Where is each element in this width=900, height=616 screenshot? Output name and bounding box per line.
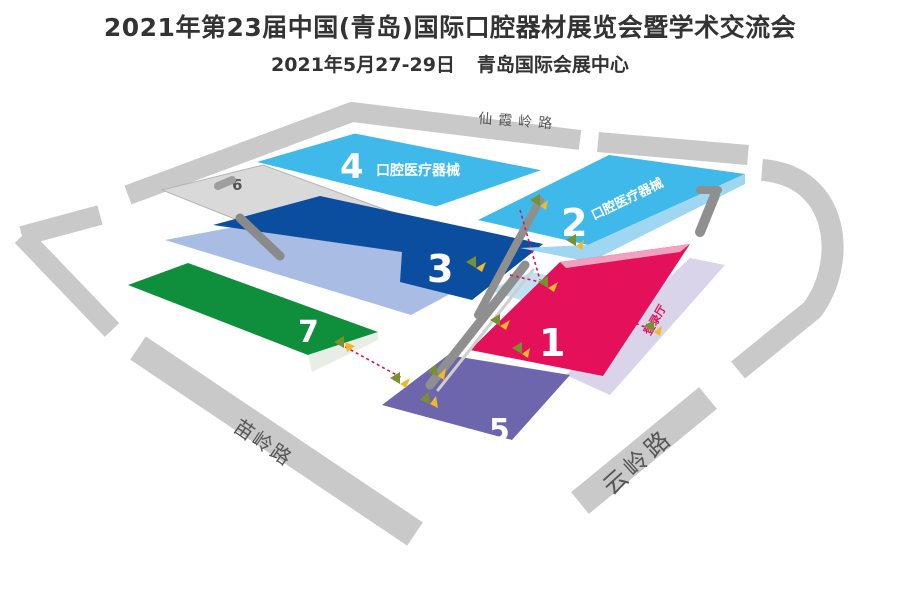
road-label-north: 仙霞岭路 <box>478 111 559 133</box>
bridge-hall-3 <box>235 213 285 261</box>
route-hall2-hall1 <box>519 209 541 281</box>
hall-4[interactable]: 4 口腔医疗器械 <box>253 132 545 208</box>
entrance-marker <box>334 336 355 352</box>
road-west-top <box>19 205 103 246</box>
bridge-hall-6 <box>214 176 236 190</box>
hall-7-number: 7 <box>298 315 319 350</box>
hall-1-roof-edge <box>560 244 690 268</box>
entrance-marker <box>420 392 438 408</box>
entrance-marker <box>466 256 486 272</box>
event-venue: 青岛国际会展中心 <box>476 54 629 76</box>
entrance-marker <box>566 234 584 250</box>
event-subtitle: 2021年5月27-29日青岛国际会展中心 <box>0 50 900 77</box>
road-east-curve <box>731 159 844 379</box>
hall-1[interactable]: 1 <box>470 244 690 376</box>
hall-3-number: 3 <box>427 247 453 291</box>
event-date: 2021年5月27-29日 <box>271 54 455 76</box>
hall-7[interactable]: 7 <box>128 263 378 372</box>
walking-routes <box>339 209 646 379</box>
entrance-marker <box>530 194 548 210</box>
road-southwest <box>130 336 423 546</box>
road-southeast <box>571 387 717 514</box>
bridge-hall5-hall3 <box>425 260 530 390</box>
entrance-marker <box>490 314 510 330</box>
page-title: 2021年第23届中国(青岛)国际口腔器材展览会暨学术交流会 <box>103 13 797 42</box>
hall-5[interactable]: 5 <box>382 355 570 448</box>
road-north-east <box>597 132 749 165</box>
bridge-hall1-hall2 <box>474 196 544 319</box>
hall-4-label: 口腔医疗器械 <box>376 162 460 179</box>
bridges <box>425 186 722 392</box>
road-network <box>14 102 844 546</box>
bridge-hall2-east <box>695 190 720 237</box>
hall-6-number: 6 <box>232 176 242 194</box>
hall-3-roof <box>213 196 543 300</box>
entrance-marker <box>538 276 558 292</box>
hall-1-number: 1 <box>539 321 565 365</box>
entrance-marker <box>390 372 410 388</box>
entrance-marker <box>428 364 446 380</box>
entrance-marker <box>644 320 662 336</box>
hall-5-number: 5 <box>489 413 510 448</box>
entrance-marker <box>512 342 530 358</box>
route-hall3-hall1 <box>509 274 541 283</box>
bridge-hall5-hall3-rail <box>436 268 535 392</box>
hall-4-number: 4 <box>340 147 364 187</box>
hall-7-edge <box>308 332 378 372</box>
road-west-diagonal <box>14 229 120 337</box>
entrance-markers <box>334 194 662 408</box>
road-north <box>124 102 582 205</box>
